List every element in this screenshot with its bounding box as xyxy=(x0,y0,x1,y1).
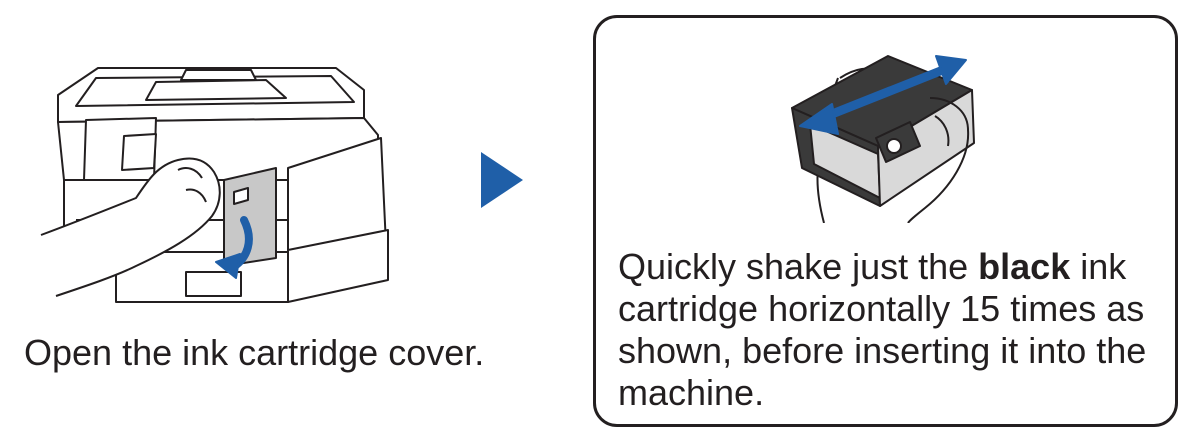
note-text-end: ink cartridge horizontally 15 times as s… xyxy=(618,246,1147,413)
note-text-start: Quickly shake just the xyxy=(618,246,979,287)
triangle-right-icon xyxy=(481,152,523,208)
printer-open-cover-icon xyxy=(40,67,389,303)
note-text-bold: black xyxy=(978,246,1071,287)
ink-cartridge-shake-icon xyxy=(791,55,975,223)
note-box xyxy=(593,15,1178,427)
step-caption: Open the ink cartridge cover. xyxy=(24,332,485,373)
note-text: Quickly shake just the black ink cartrid… xyxy=(618,246,1158,414)
